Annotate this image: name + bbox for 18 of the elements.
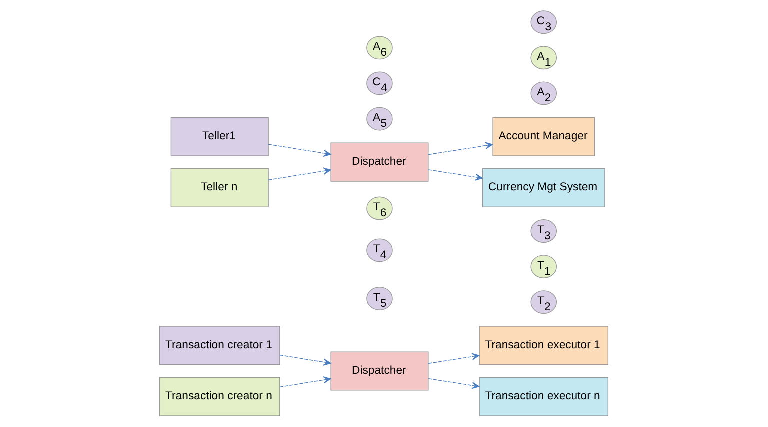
node-box: Teller1 bbox=[170, 117, 269, 156]
node-box: Teller n bbox=[170, 168, 269, 208]
arrow bbox=[428, 170, 484, 181]
arrow bbox=[268, 144, 332, 157]
arrow bbox=[280, 354, 332, 366]
arrow bbox=[280, 376, 332, 388]
node-box: Currency Mgt System bbox=[482, 168, 606, 208]
node-box: Dispatcher bbox=[330, 352, 429, 391]
arrow bbox=[428, 378, 480, 390]
node-box: Dispatcher bbox=[330, 142, 429, 182]
node-box: Transaction executor 1 bbox=[479, 326, 609, 366]
node-box: Transaction executor n bbox=[479, 377, 609, 416]
node-box: Transaction creator 1 bbox=[159, 326, 280, 366]
arrow bbox=[428, 142, 494, 156]
arrow bbox=[268, 168, 332, 181]
node-box: Transaction creator n bbox=[159, 377, 280, 416]
node-box: Account Manager bbox=[492, 117, 596, 156]
arrow bbox=[428, 353, 480, 364]
